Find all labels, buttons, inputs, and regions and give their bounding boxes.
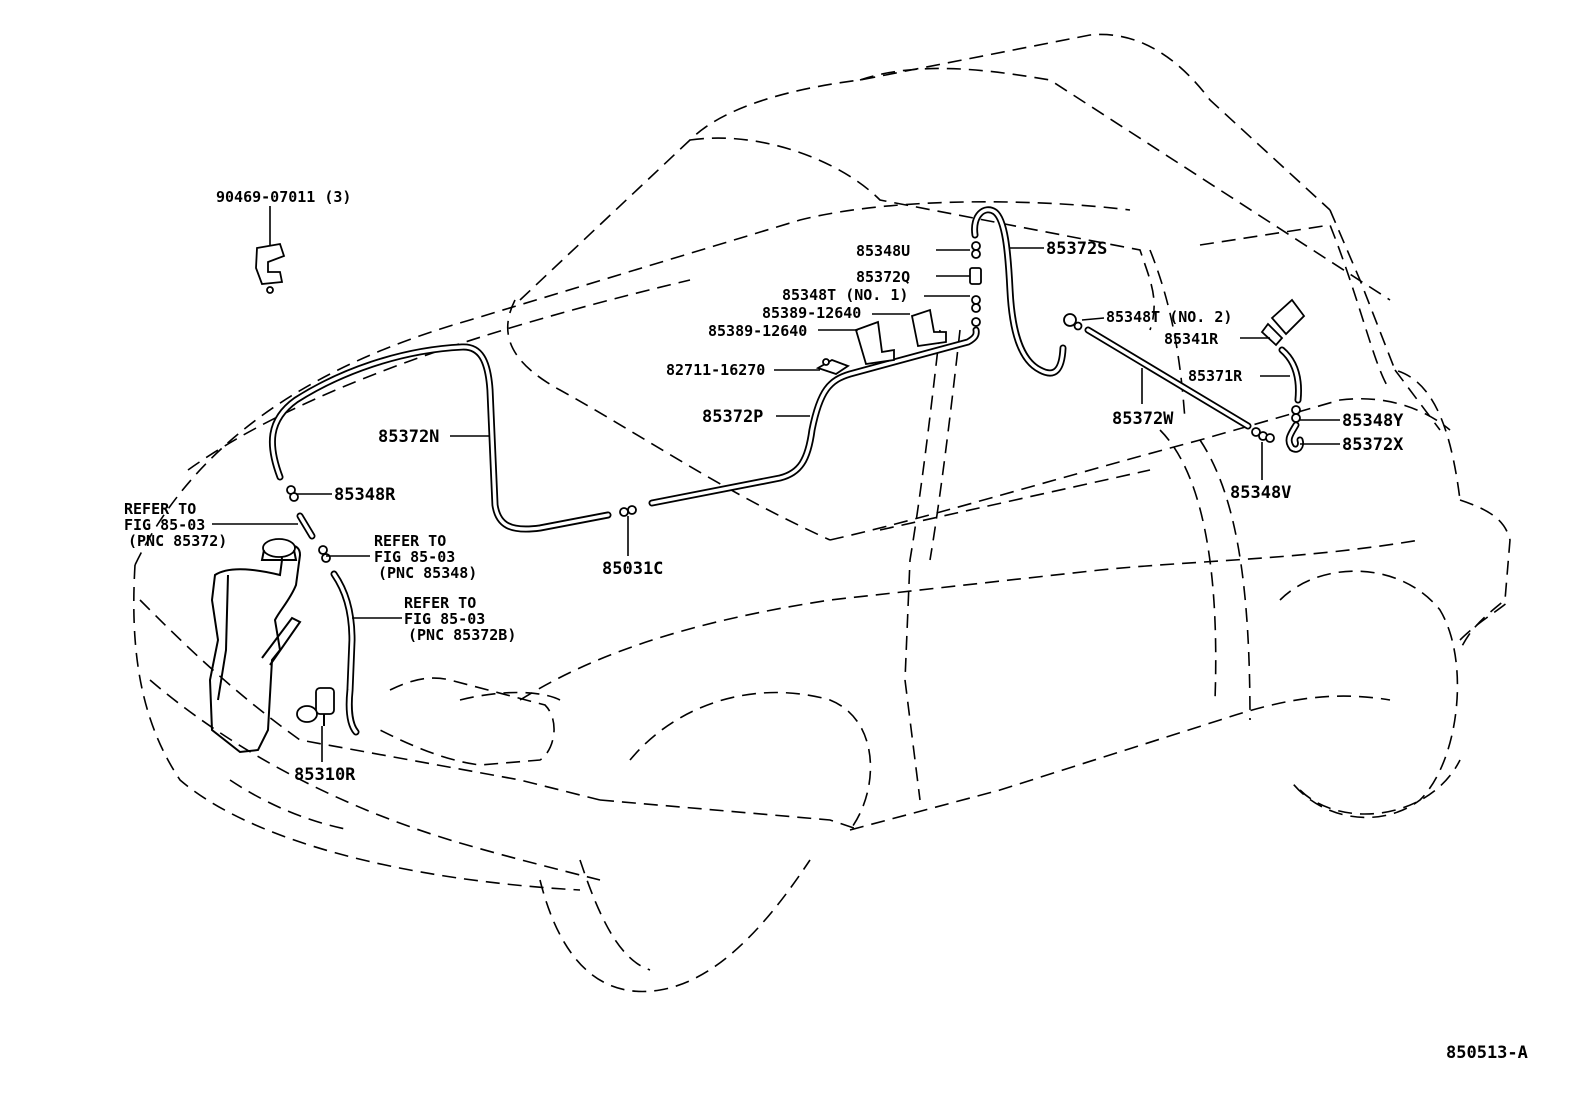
clamp-85389-a	[854, 320, 895, 366]
refer-note-line: REFER TO	[374, 532, 446, 550]
label-85348R: 85348R	[334, 485, 396, 505]
refer-note-line: (PNC 85348)	[378, 564, 477, 582]
connectors	[286, 241, 1301, 563]
refer-note-line: REFER TO	[124, 500, 196, 518]
label-85348Y: 85348Y	[1342, 411, 1404, 431]
refer-note-pnc-85372B: REFER TO FIG 85-03 (PNC 85372B)	[404, 594, 516, 644]
label-85389-12640-b: 85389-12640	[708, 322, 807, 340]
clamp-85389-b	[910, 308, 947, 348]
label-90469-07011: 90469-07011 (3)	[216, 188, 351, 206]
label-85348T-no1: 85348T (NO. 1)	[782, 286, 908, 304]
refer-note-line: (PNC 85372)	[128, 532, 227, 550]
label-85371R: 85371R	[1188, 367, 1243, 385]
label-85372P: 85372P	[702, 407, 763, 427]
refer-note-line: FIG 85-03	[374, 548, 455, 566]
hose-85371R	[1278, 346, 1302, 404]
hose-85372P	[648, 326, 980, 507]
label-85389-12640-a: 85389-12640	[762, 304, 861, 322]
label-82711-16270: 82711-16270	[666, 361, 765, 379]
leader-lines	[212, 206, 1340, 762]
refer-note-line: (PNC 85372B)	[408, 626, 516, 644]
label-85348T-no2: 85348T (NO. 2)	[1106, 308, 1232, 326]
callout-labels: 90469-07011 (3) 85348U 85372S 85372Q 853…	[216, 188, 1404, 785]
label-85031C: 85031C	[602, 559, 663, 579]
clip-82711	[815, 358, 850, 375]
rear-washer-nozzle	[1260, 298, 1306, 347]
label-85348V: 85348V	[1230, 483, 1291, 503]
vehicle-outline	[133, 33, 1511, 993]
refer-note-pnc-85372: REFER TO FIG 85-03 (PNC 85372)	[124, 500, 227, 550]
label-85372X: 85372X	[1342, 435, 1404, 455]
washer-reservoir	[208, 538, 302, 754]
hose-85372N	[268, 343, 612, 533]
refer-note-line: FIG 85-03	[124, 516, 205, 534]
refer-note-line: REFER TO	[404, 594, 476, 612]
label-85348U: 85348U	[856, 242, 910, 260]
label-85372Q: 85372Q	[856, 268, 910, 286]
hose-85372S	[971, 206, 1067, 377]
label-85372S: 85372S	[1046, 239, 1107, 259]
label-85372N: 85372N	[378, 427, 439, 447]
washer-pump	[296, 687, 335, 726]
refer-note-pnc-85348: REFER TO FIG 85-03 (PNC 85348)	[374, 532, 477, 582]
refer-note-line: FIG 85-03	[404, 610, 485, 628]
label-85310R: 85310R	[294, 765, 356, 785]
hose-85372B	[330, 570, 360, 736]
clip-90469	[255, 242, 286, 294]
hose-85372W	[1084, 326, 1252, 430]
diagram-id: 850513-A	[1446, 1043, 1528, 1063]
label-85341R: 85341R	[1164, 330, 1219, 348]
label-85372W: 85372W	[1112, 409, 1174, 429]
hose-segment-short	[296, 512, 316, 540]
hose-85372X	[1285, 421, 1304, 453]
